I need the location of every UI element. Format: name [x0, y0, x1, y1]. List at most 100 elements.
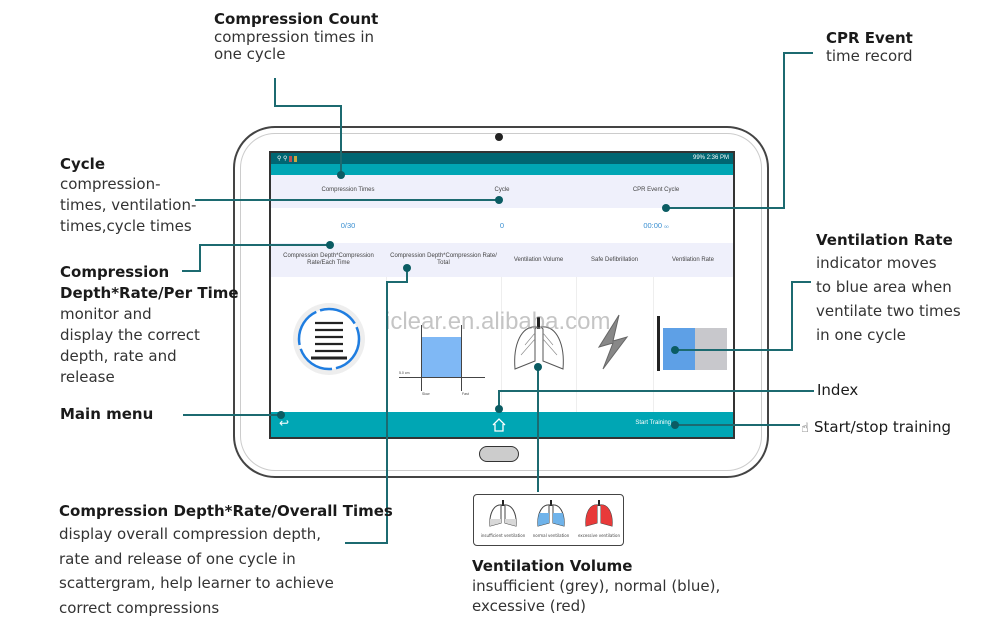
axis-line	[421, 325, 422, 391]
annotation-title: CPR Event	[826, 29, 913, 47]
annotation-ventilation-volume: Ventilation Volume insufficient (grey), …	[472, 557, 720, 616]
lightning-bolt-icon	[597, 314, 629, 370]
summary-header-row: Compression Times Cycle CPR Event Cycle	[271, 175, 733, 208]
panel-header-safe-defibrillation: Safe Defibrillation	[590, 257, 639, 263]
annotation-text: release	[60, 368, 115, 386]
annotation-title: Start/stop training	[814, 418, 951, 436]
axis-line	[399, 377, 485, 378]
panel-header-ventilation-volume: Ventilation Volume	[513, 257, 564, 263]
leader-line	[183, 414, 281, 416]
axis-line	[461, 325, 462, 391]
leader-line	[406, 268, 408, 282]
camera-icon	[495, 133, 503, 141]
annotation-title: Cycle	[60, 155, 105, 173]
cpr-event-ms: 00	[664, 224, 669, 229]
lungs-icon	[489, 500, 517, 527]
start-training-button[interactable]: Start Training	[635, 420, 671, 426]
pointer-dot	[495, 196, 503, 204]
legend-item: insufficient ventilation	[480, 499, 526, 538]
leader-line	[791, 281, 811, 283]
leader-line	[675, 424, 800, 426]
annotation-text: depth, rate and	[60, 347, 177, 365]
pointer-dot	[671, 421, 679, 429]
annotation-text: compression-	[60, 175, 161, 193]
pointer-dot	[534, 363, 542, 371]
watermark: iclear.en.alibaba.com	[385, 308, 611, 335]
cpr-event-time: 00:00	[643, 221, 663, 230]
hardware-home-button[interactable]	[479, 446, 519, 462]
annotation-ventilation-rate: Ventilation Rate indicator moves to blue…	[816, 230, 961, 347]
header-cycle: Cycle	[494, 187, 510, 193]
annotation-compression-overall: Compression Depth*Rate/Overall Times dis…	[59, 500, 393, 620]
annotation-text: one cycle	[214, 45, 286, 63]
annotation-text: correct compressions	[59, 598, 220, 617]
leader-line	[386, 281, 388, 544]
slow-label: Slow	[422, 392, 430, 396]
fast-label: Fast	[462, 392, 469, 396]
depth-bars	[311, 321, 347, 360]
home-icon[interactable]	[491, 417, 507, 433]
annotation-text: times, ventilation-	[60, 196, 197, 214]
annotation-text: ventilate two times	[816, 302, 961, 320]
leader-line	[345, 542, 388, 544]
annotation-title: Main menu	[60, 405, 154, 423]
bottom-nav: ↩ Start Training	[271, 412, 733, 437]
app-screen: ⚲ ⚲ 99% 2:36 PM Compression Times Cycle …	[269, 151, 735, 439]
cpr-event-time-value: 00:00 00	[579, 221, 733, 230]
annotation-title: Ventilation Rate	[816, 231, 953, 249]
annotation-text: insufficient (grey), normal (blue),	[472, 577, 721, 595]
leader-line	[182, 270, 201, 272]
annotation-text: to blue area when	[816, 278, 952, 296]
depth-rate-scatter: 5.0 cm Slow Fast	[395, 325, 485, 396]
app-bar	[271, 164, 733, 175]
annotation-text: time record	[826, 47, 913, 65]
annotation-text: display overall compression depth,	[59, 525, 322, 543]
ventilation-legend: insufficient ventilation normal ventilat…	[473, 494, 624, 546]
panel-divider	[576, 277, 577, 412]
battery-level: 99%	[692, 155, 705, 161]
legend-item: excessive ventilation	[576, 499, 622, 538]
panel-divider	[653, 277, 654, 412]
annotation-start-stop: ☝ Start/stop training	[801, 417, 951, 437]
notification-icons: ⚲ ⚲	[277, 155, 298, 162]
annotation-compression-per-time: Compression Depth*Rate/Per Time monitor …	[60, 262, 239, 388]
compression-times-value: 0/30	[340, 221, 356, 230]
rate-marker	[657, 316, 660, 371]
annotation-title: Compression	[60, 263, 170, 281]
back-icon[interactable]: ↩	[279, 416, 290, 430]
compression-gauge	[293, 303, 365, 375]
panel-divider	[501, 277, 502, 412]
leader-line	[791, 281, 793, 351]
pointer-dot	[277, 411, 285, 419]
clock: 2:36 PM	[706, 155, 729, 161]
header-compression-times: Compression Times	[321, 187, 375, 193]
leader-line	[783, 52, 785, 209]
pointer-dot	[671, 346, 679, 354]
lungs-icon	[537, 500, 565, 527]
depth-label: 5.0 cm	[399, 371, 410, 375]
annotation-index: Index	[817, 381, 858, 400]
leader-line	[783, 52, 813, 54]
status-bar: ⚲ ⚲ 99% 2:36 PM	[271, 153, 733, 164]
annotation-title: Compression Depth*Rate/Overall Times	[59, 502, 393, 520]
leader-line	[340, 105, 342, 175]
leader-line	[195, 199, 500, 201]
annotation-main-menu: Main menu	[60, 405, 153, 424]
leader-line	[498, 390, 814, 392]
annotation-text: scattergram, help learner to achieve	[59, 574, 334, 592]
annotation-text: indicator moves	[816, 254, 937, 272]
panel-header-each-time: Compression Depth*Compression Rate/Each …	[283, 253, 374, 266]
annotation-title: Index	[817, 381, 859, 399]
annotation-text: display the correct	[60, 326, 200, 344]
annotation-text: times,cycle times	[60, 217, 192, 235]
pointer-dot	[662, 204, 670, 212]
annotation-title: Depth*Rate/Per Time	[60, 284, 239, 302]
leader-line	[498, 390, 500, 408]
panel-header-row: Compression Depth*Compression Rate/Each …	[271, 243, 733, 277]
leader-line	[274, 78, 276, 105]
header-cpr-event-cycle: CPR Event Cycle	[632, 187, 680, 193]
annotation-text: rate and release of one cycle in	[59, 549, 296, 568]
pointer-dot	[403, 264, 411, 272]
leader-line	[675, 349, 793, 351]
pointer-dot	[337, 171, 345, 179]
